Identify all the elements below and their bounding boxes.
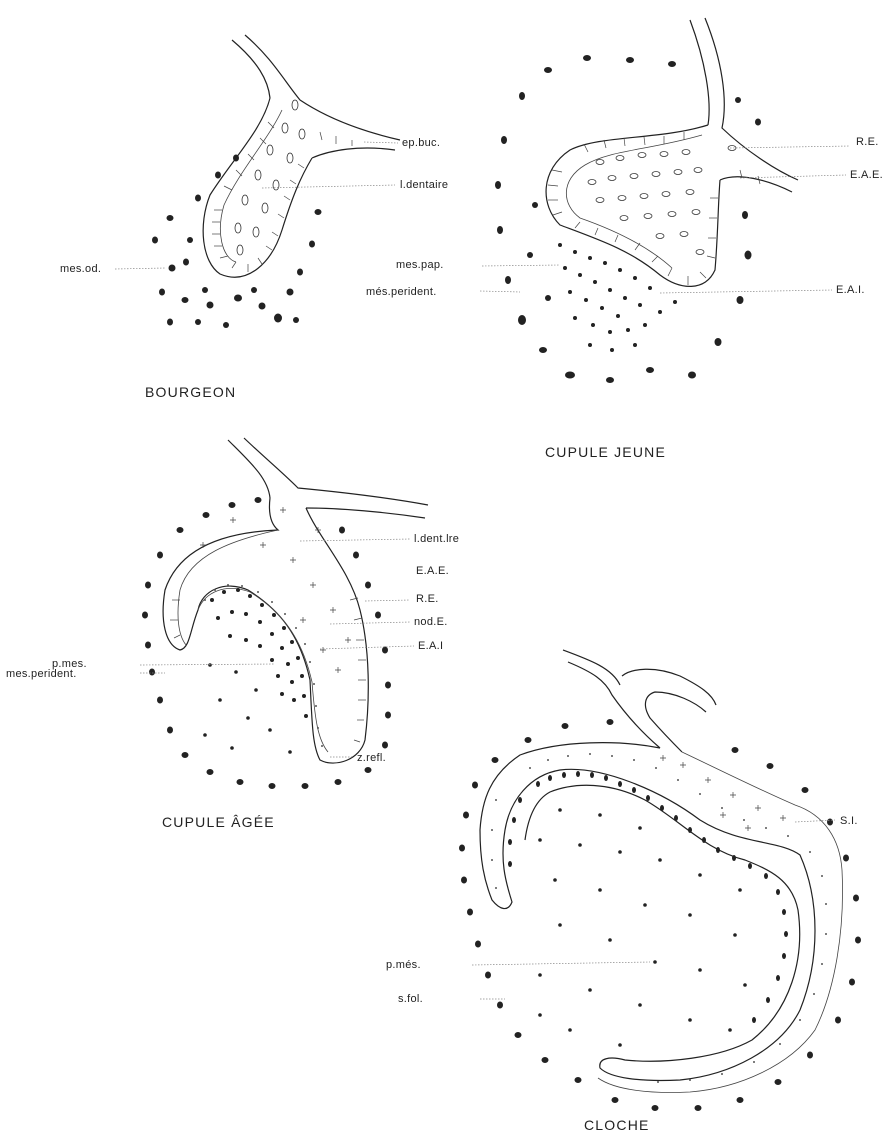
cloche-outer-enamel — [480, 743, 815, 1081]
label-agee-re: R.E. — [416, 593, 439, 605]
label-l-dentaire: l.dentaire — [400, 179, 448, 191]
panel-bourgeon: ep.buc. l.dentaire mes.od. BOURGEON — [60, 35, 448, 400]
label-l-dent-lre: l.dent.lre — [414, 533, 459, 545]
label-mes-pap: mes.pap. — [396, 259, 444, 271]
label-agee-mes-perident: mes.perident. — [6, 668, 77, 680]
label-z-refl: z.refl. — [357, 752, 386, 764]
label-re: R.E. — [856, 136, 879, 148]
title-cloche: CLOCHE — [584, 1117, 650, 1133]
panel-cloche: S.I. p.més. s.fol. CLOCHE — [386, 650, 861, 1133]
cupule-agee-enamel-organ — [163, 498, 368, 763]
label-eae: E.A.E. — [850, 169, 883, 181]
label-agee-eae: E.A.E. — [416, 565, 449, 577]
label-agee-eai: E.A.I — [418, 640, 443, 652]
label-si: S.I. — [840, 815, 858, 827]
label-mes-perident: més.perident. — [366, 286, 437, 298]
panel-cupule-agee: l.dent.lre E.A.E. R.E. nod.E. E.A.I p.me… — [6, 438, 459, 830]
cupule-jeune-enamel-organ — [546, 125, 720, 286]
title-cupule-jeune: CUPULE JEUNE — [545, 444, 666, 460]
label-ep-buc: ep.buc. — [402, 137, 440, 149]
panel-cupule-jeune: R.E. E.A.E. mes.pap. més.perident. E.A.I… — [366, 18, 883, 460]
title-bourgeon: BOURGEON — [145, 384, 236, 400]
label-eai: E.A.I. — [836, 284, 865, 296]
label-cloche-p-mes: p.més. — [386, 959, 421, 971]
title-cupule-agee: CUPULE ÂGÉE — [162, 814, 275, 830]
label-nod-e: nod.E. — [414, 616, 448, 628]
label-s-fol: s.fol. — [398, 993, 423, 1005]
label-mes-od: mes.od. — [60, 263, 101, 275]
